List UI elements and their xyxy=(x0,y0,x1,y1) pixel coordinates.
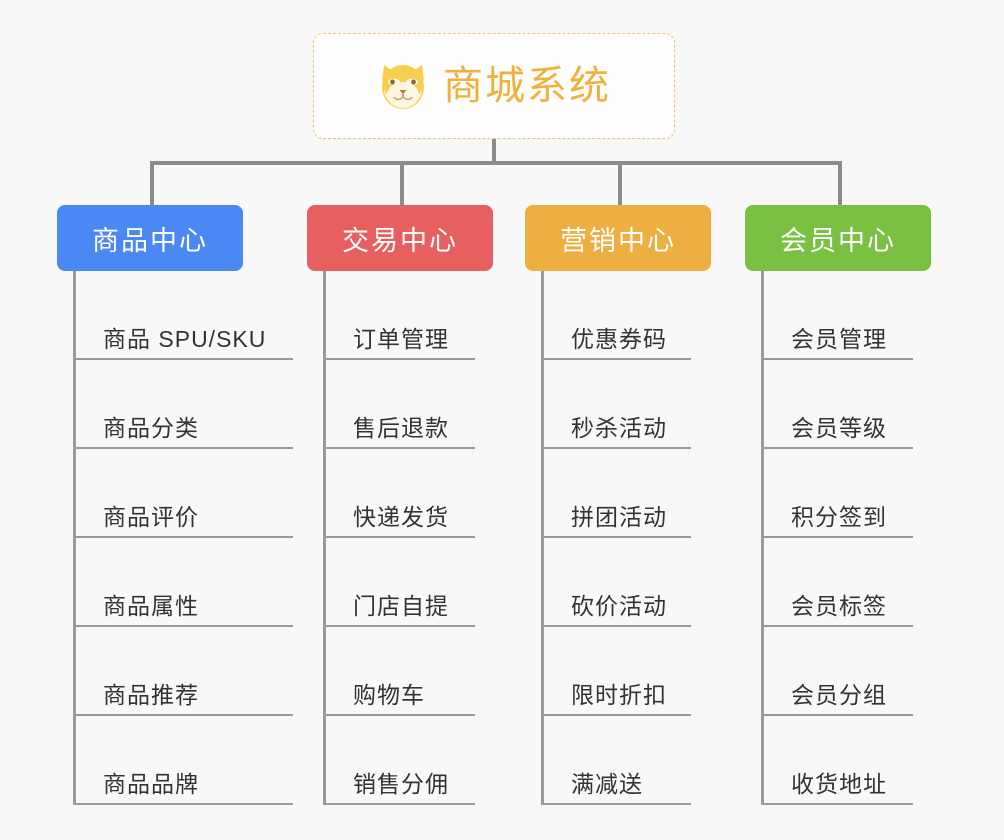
leaf-item[interactable]: 商品推荐 xyxy=(73,627,293,716)
leaf-list-marketing-center: 优惠券码 秒杀活动 拼团活动 砍价活动 限时折扣 满减送 xyxy=(541,271,711,805)
column-product-center: 商品中心 商品 SPU/SKU 商品分类 商品评价 商品属性 商品推荐 商品品牌 xyxy=(57,205,293,805)
leaf-item[interactable]: 销售分佣 xyxy=(323,716,475,805)
leaf-item[interactable]: 砍价活动 xyxy=(541,538,691,627)
leaf-item[interactable]: 购物车 xyxy=(323,627,475,716)
shiba-dog-face-icon xyxy=(382,65,424,109)
leaf-item[interactable]: 商品品牌 xyxy=(73,716,293,805)
leaf-item[interactable]: 收货地址 xyxy=(761,716,913,805)
leaf-item[interactable]: 会员等级 xyxy=(761,360,913,449)
leaf-label: 秒杀活动 xyxy=(571,414,667,441)
leaf-label: 订单管理 xyxy=(353,325,449,352)
category-header-marketing-center[interactable]: 营销中心 xyxy=(525,205,711,271)
leaf-label: 商品分类 xyxy=(103,414,199,441)
connector-horizontal-bus xyxy=(150,161,842,165)
leaf-label: 会员管理 xyxy=(791,325,887,352)
leaf-label: 商品属性 xyxy=(103,592,199,619)
leaf-label: 满减送 xyxy=(571,770,643,797)
leaf-item[interactable]: 商品评价 xyxy=(73,449,293,538)
leaf-item[interactable]: 优惠券码 xyxy=(541,271,691,360)
leaf-item[interactable]: 订单管理 xyxy=(323,271,475,360)
leaf-item[interactable]: 满减送 xyxy=(541,716,691,805)
leaf-item[interactable]: 会员标签 xyxy=(761,538,913,627)
leaf-item[interactable]: 会员管理 xyxy=(761,271,913,360)
leaf-list-product-center: 商品 SPU/SKU 商品分类 商品评价 商品属性 商品推荐 商品品牌 xyxy=(73,271,293,805)
category-header-product-center[interactable]: 商品中心 xyxy=(57,205,243,271)
leaf-label: 购物车 xyxy=(353,681,425,708)
leaf-label: 商品评价 xyxy=(103,503,199,530)
category-header-trade-center[interactable]: 交易中心 xyxy=(307,205,493,271)
leaf-item[interactable]: 秒杀活动 xyxy=(541,360,691,449)
leaf-label: 优惠券码 xyxy=(571,325,667,352)
leaf-label: 会员分组 xyxy=(791,681,887,708)
leaf-label: 商品品牌 xyxy=(103,770,199,797)
leaf-item[interactable]: 商品属性 xyxy=(73,538,293,627)
leaf-item[interactable]: 售后退款 xyxy=(323,360,475,449)
leaf-label: 售后退款 xyxy=(353,414,449,441)
leaf-label: 会员标签 xyxy=(791,592,887,619)
connector-drop-member-center xyxy=(838,161,842,207)
spine-marketing-center xyxy=(541,271,544,805)
spine-member-center xyxy=(761,271,764,805)
root-title: 商城系统 xyxy=(443,64,611,108)
connector-drop-trade-center xyxy=(400,161,404,207)
leaf-label: 商品 SPU/SKU xyxy=(103,325,267,352)
leaf-list-member-center: 会员管理 会员等级 积分签到 会员标签 会员分组 收货地址 xyxy=(761,271,931,805)
leaf-label: 会员等级 xyxy=(791,414,887,441)
category-header-member-center[interactable]: 会员中心 xyxy=(745,205,931,271)
leaf-label: 商品推荐 xyxy=(103,681,199,708)
leaf-item[interactable]: 商品 SPU/SKU xyxy=(73,271,293,360)
leaf-label: 砍价活动 xyxy=(571,592,667,619)
leaf-list-trade-center: 订单管理 售后退款 快递发货 门店自提 购物车 销售分佣 xyxy=(323,271,493,805)
leaf-item[interactable]: 门店自提 xyxy=(323,538,475,627)
leaf-item[interactable]: 限时折扣 xyxy=(541,627,691,716)
leaf-item[interactable]: 快递发货 xyxy=(323,449,475,538)
leaf-label: 门店自提 xyxy=(353,592,449,619)
leaf-item[interactable]: 商品分类 xyxy=(73,360,293,449)
spine-product-center xyxy=(73,271,76,805)
spine-trade-center xyxy=(323,271,326,805)
leaf-label: 快递发货 xyxy=(353,503,449,530)
leaf-label: 积分签到 xyxy=(791,503,887,530)
connector-root-stem xyxy=(492,139,496,165)
leaf-label: 收货地址 xyxy=(791,770,887,797)
leaf-label: 拼团活动 xyxy=(571,503,667,530)
connector-drop-product-center xyxy=(150,161,154,207)
column-trade-center: 交易中心 订单管理 售后退款 快递发货 门店自提 购物车 销售分佣 xyxy=(307,205,493,805)
leaf-label: 销售分佣 xyxy=(353,770,449,797)
leaf-label: 限时折扣 xyxy=(571,681,667,708)
column-marketing-center: 营销中心 优惠券码 秒杀活动 拼团活动 砍价活动 限时折扣 满减送 xyxy=(525,205,711,805)
root-node-shopping-mall-system[interactable]: 商城系统 xyxy=(313,33,675,139)
leaf-item[interactable]: 拼团活动 xyxy=(541,449,691,538)
leaf-item[interactable]: 积分签到 xyxy=(761,449,913,538)
column-member-center: 会员中心 会员管理 会员等级 积分签到 会员标签 会员分组 收货地址 xyxy=(745,205,931,805)
leaf-item[interactable]: 会员分组 xyxy=(761,627,913,716)
connector-drop-marketing-center xyxy=(618,161,622,207)
